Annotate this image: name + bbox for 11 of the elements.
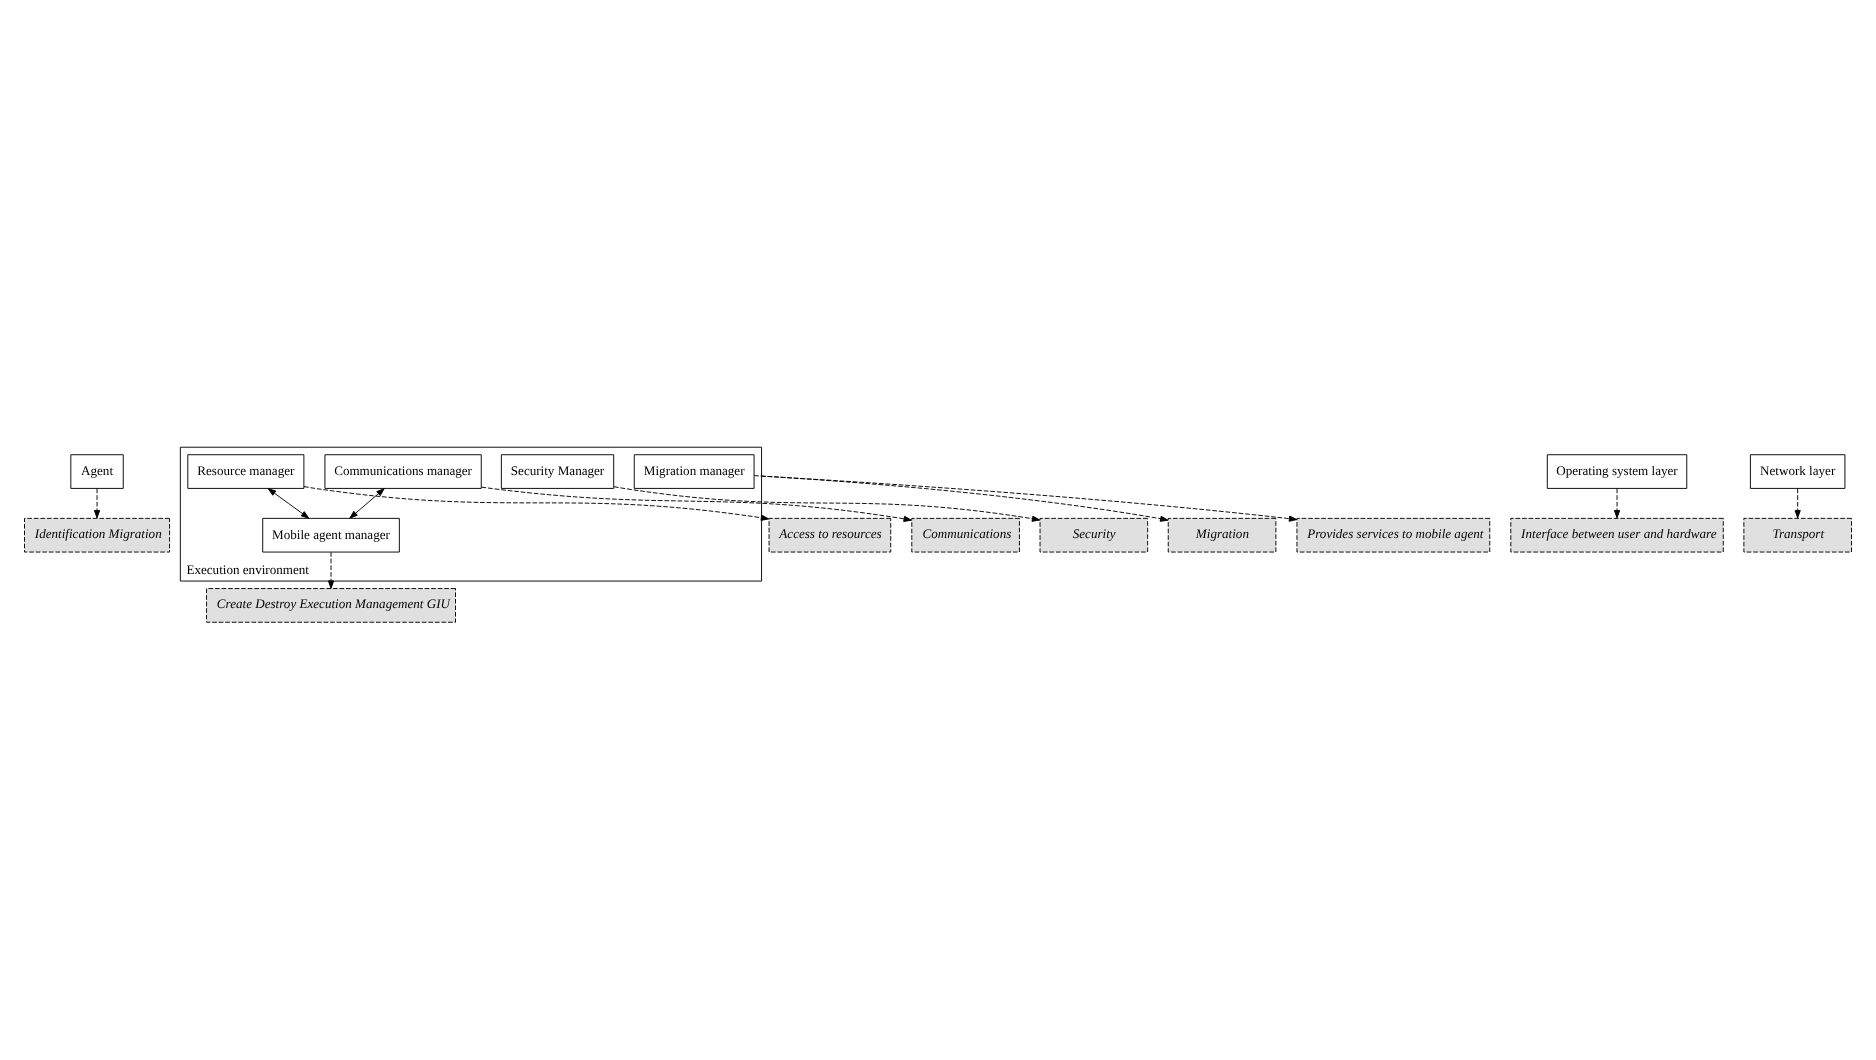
arrow — [349, 487, 385, 518]
arrow — [613, 485, 1041, 521]
arrow — [303, 485, 770, 520]
arrow — [761, 474, 1298, 521]
arrow — [93, 487, 101, 518]
arrow — [481, 485, 912, 521]
arrow — [267, 487, 310, 518]
arrow — [1794, 487, 1801, 518]
arrow — [753, 474, 1169, 521]
arrow — [1613, 487, 1621, 518]
arrow — [327, 550, 335, 588]
